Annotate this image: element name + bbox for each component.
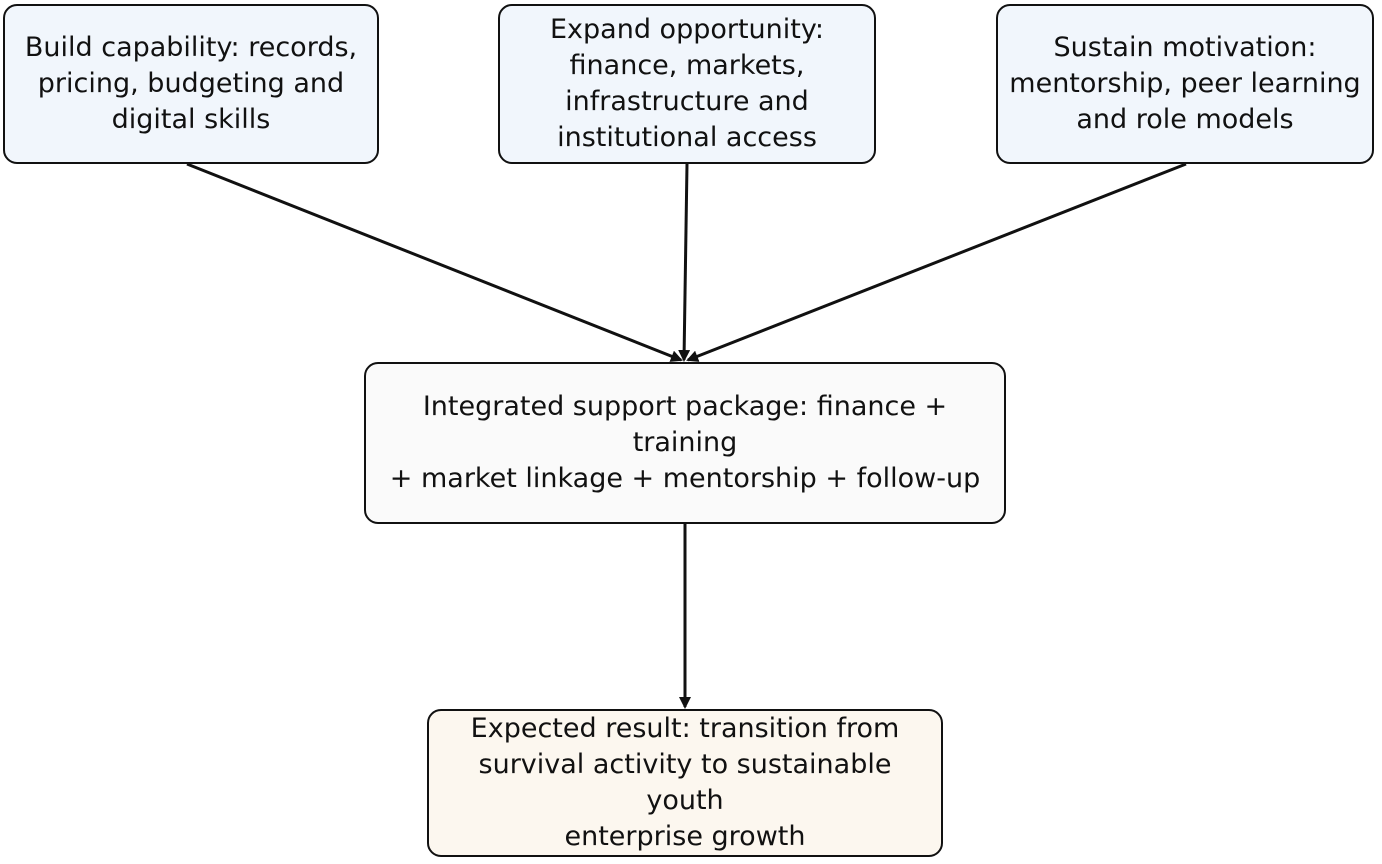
node-sustain-motivation-label: Sustain motivation: mentorship, peer lea… <box>1009 32 1361 135</box>
node-expand-opportunity-label: Expand opportunity: finance, markets, in… <box>550 14 824 153</box>
arrow-motivation-to-integrated <box>686 162 1187 362</box>
node-integrated-support: Integrated support package: finance + tr… <box>364 362 1006 524</box>
arrow-opportunity-to-integrated <box>678 163 691 362</box>
arrow-capability-to-integrated <box>186 162 683 362</box>
node-build-capability: Build capability: records, pricing, budg… <box>3 4 379 164</box>
node-expand-opportunity: Expand opportunity: finance, markets, in… <box>498 4 876 164</box>
node-build-capability-label: Build capability: records, pricing, budg… <box>24 32 358 135</box>
node-sustain-motivation: Sustain motivation: mentorship, peer lea… <box>996 4 1374 164</box>
node-expected-result-label: Expected result: transition from surviva… <box>470 713 900 852</box>
node-integrated-support-label: Integrated support package: finance + tr… <box>389 391 981 494</box>
node-expected-result: Expected result: transition from surviva… <box>427 709 943 857</box>
